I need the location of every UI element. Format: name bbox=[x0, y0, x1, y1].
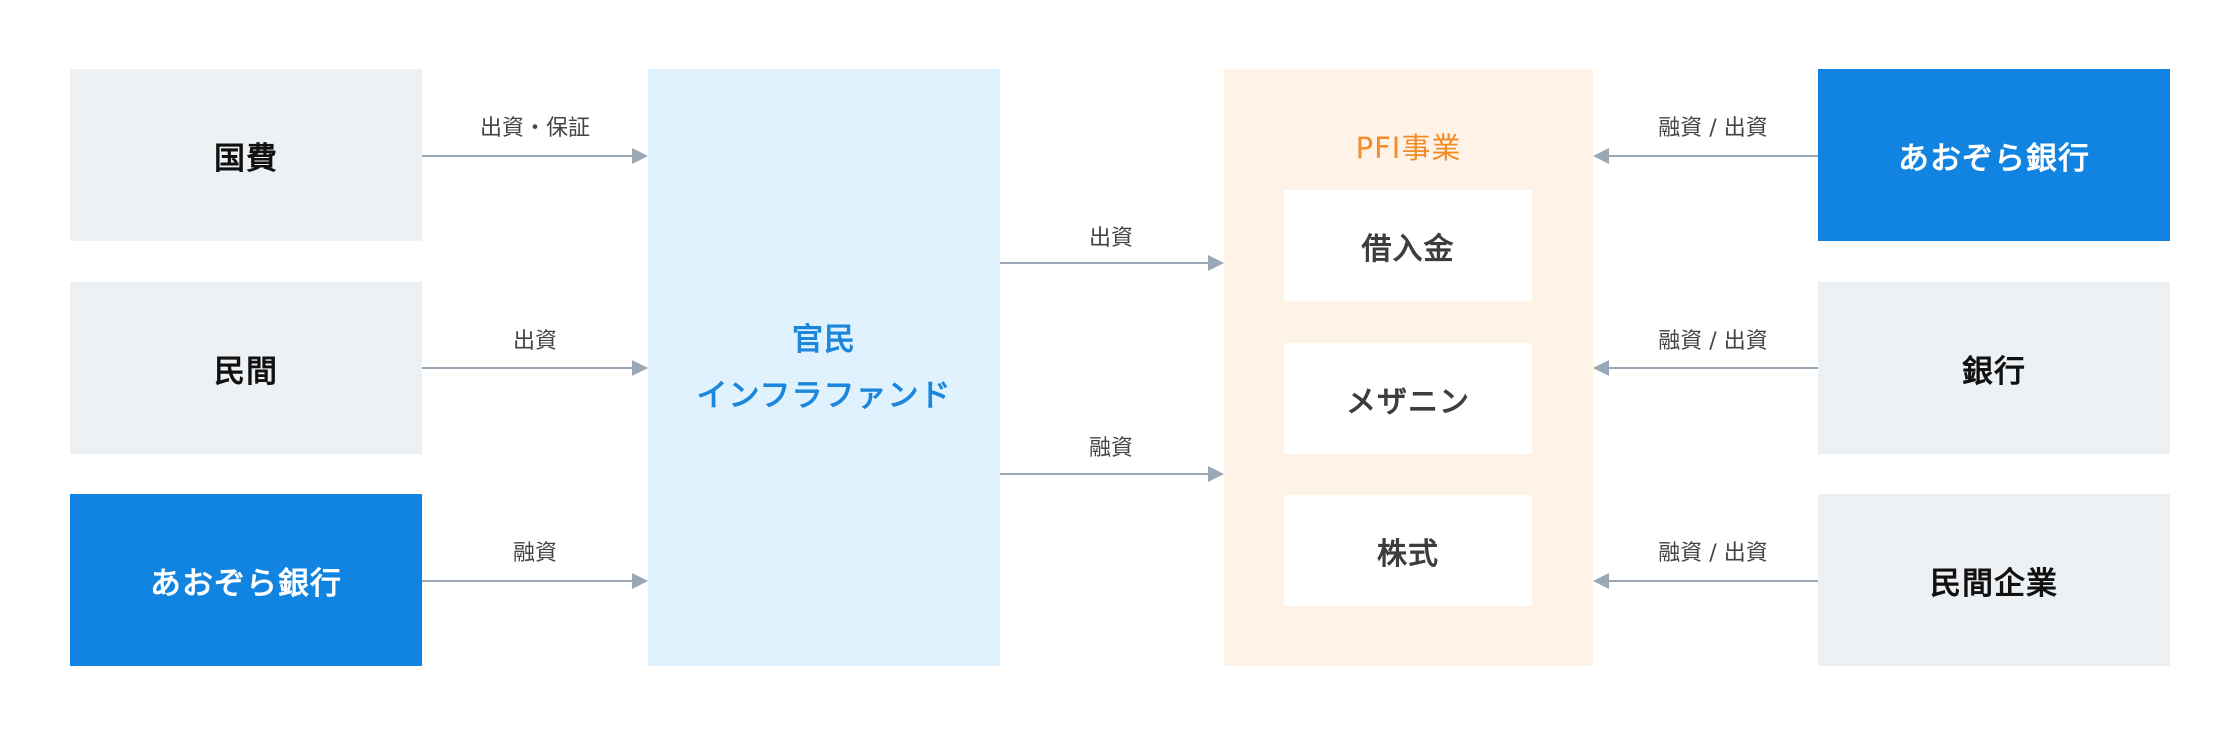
pfi-item-mezzanine: メザニン bbox=[1284, 343, 1532, 454]
edge-label-national-to-fund: 出資・保証 bbox=[479, 116, 591, 141]
pfi-item-borrowings-label: 借入金 bbox=[1361, 231, 1455, 267]
node-aozora-bank-right: あおぞら銀行 bbox=[1818, 69, 2170, 241]
arrowhead-company bbox=[1593, 573, 1609, 589]
edge-label-company: 融資 / 出資 bbox=[1658, 541, 1768, 566]
edge-label-fund-equity: 出資 bbox=[1088, 226, 1134, 251]
pfi-item-mezzanine-label: メザニン bbox=[1346, 384, 1470, 420]
fund-label-line1: 官民 bbox=[792, 321, 856, 358]
arrowhead-bank bbox=[1593, 360, 1609, 376]
arrowhead-fund-loan bbox=[1208, 466, 1224, 482]
node-pfi-project: PFI事業 借入金 メザニン 株式 bbox=[1224, 69, 1593, 666]
pfi-item-borrowings: 借入金 bbox=[1284, 190, 1532, 301]
node-national-funds-label: 国費 bbox=[214, 140, 278, 177]
arrowhead-aozora-right bbox=[1593, 148, 1609, 164]
node-private-sector: 民間 bbox=[70, 282, 422, 454]
edge-label-fund-loan: 融資 bbox=[1088, 436, 1134, 461]
arrowhead-fund-equity bbox=[1208, 255, 1224, 271]
pfi-item-equity: 株式 bbox=[1284, 495, 1532, 606]
node-private-sector-label: 民間 bbox=[214, 353, 278, 390]
node-national-funds: 国費 bbox=[70, 69, 422, 241]
node-aozora-bank-left: あおぞら銀行 bbox=[70, 494, 422, 666]
node-bank: 銀行 bbox=[1818, 282, 2170, 454]
node-bank-label: 銀行 bbox=[1962, 353, 2026, 390]
node-aozora-bank-right-label: あおぞら銀行 bbox=[1898, 140, 2090, 177]
edge-label-aozora-to-fund: 融資 bbox=[512, 541, 558, 566]
edge-label-bank: 融資 / 出資 bbox=[1658, 329, 1768, 354]
node-aozora-bank-left-label: あおぞら銀行 bbox=[150, 565, 342, 602]
arrowhead-national bbox=[632, 148, 648, 164]
node-public-private-infra-fund: 官民 インフラファンド bbox=[648, 69, 1000, 666]
arrowhead-private bbox=[632, 360, 648, 376]
node-private-company-label: 民間企業 bbox=[1930, 565, 2058, 602]
pfi-title: PFI事業 bbox=[1355, 131, 1462, 165]
edge-label-private-to-fund: 出資 bbox=[512, 329, 558, 354]
pfi-item-equity-label: 株式 bbox=[1377, 536, 1439, 572]
fund-label-line2: インフラファンド bbox=[696, 377, 952, 414]
node-private-company: 民間企業 bbox=[1818, 494, 2170, 666]
arrowhead-aozora-left bbox=[632, 573, 648, 589]
edge-label-aozora-right: 融資 / 出資 bbox=[1658, 116, 1768, 141]
